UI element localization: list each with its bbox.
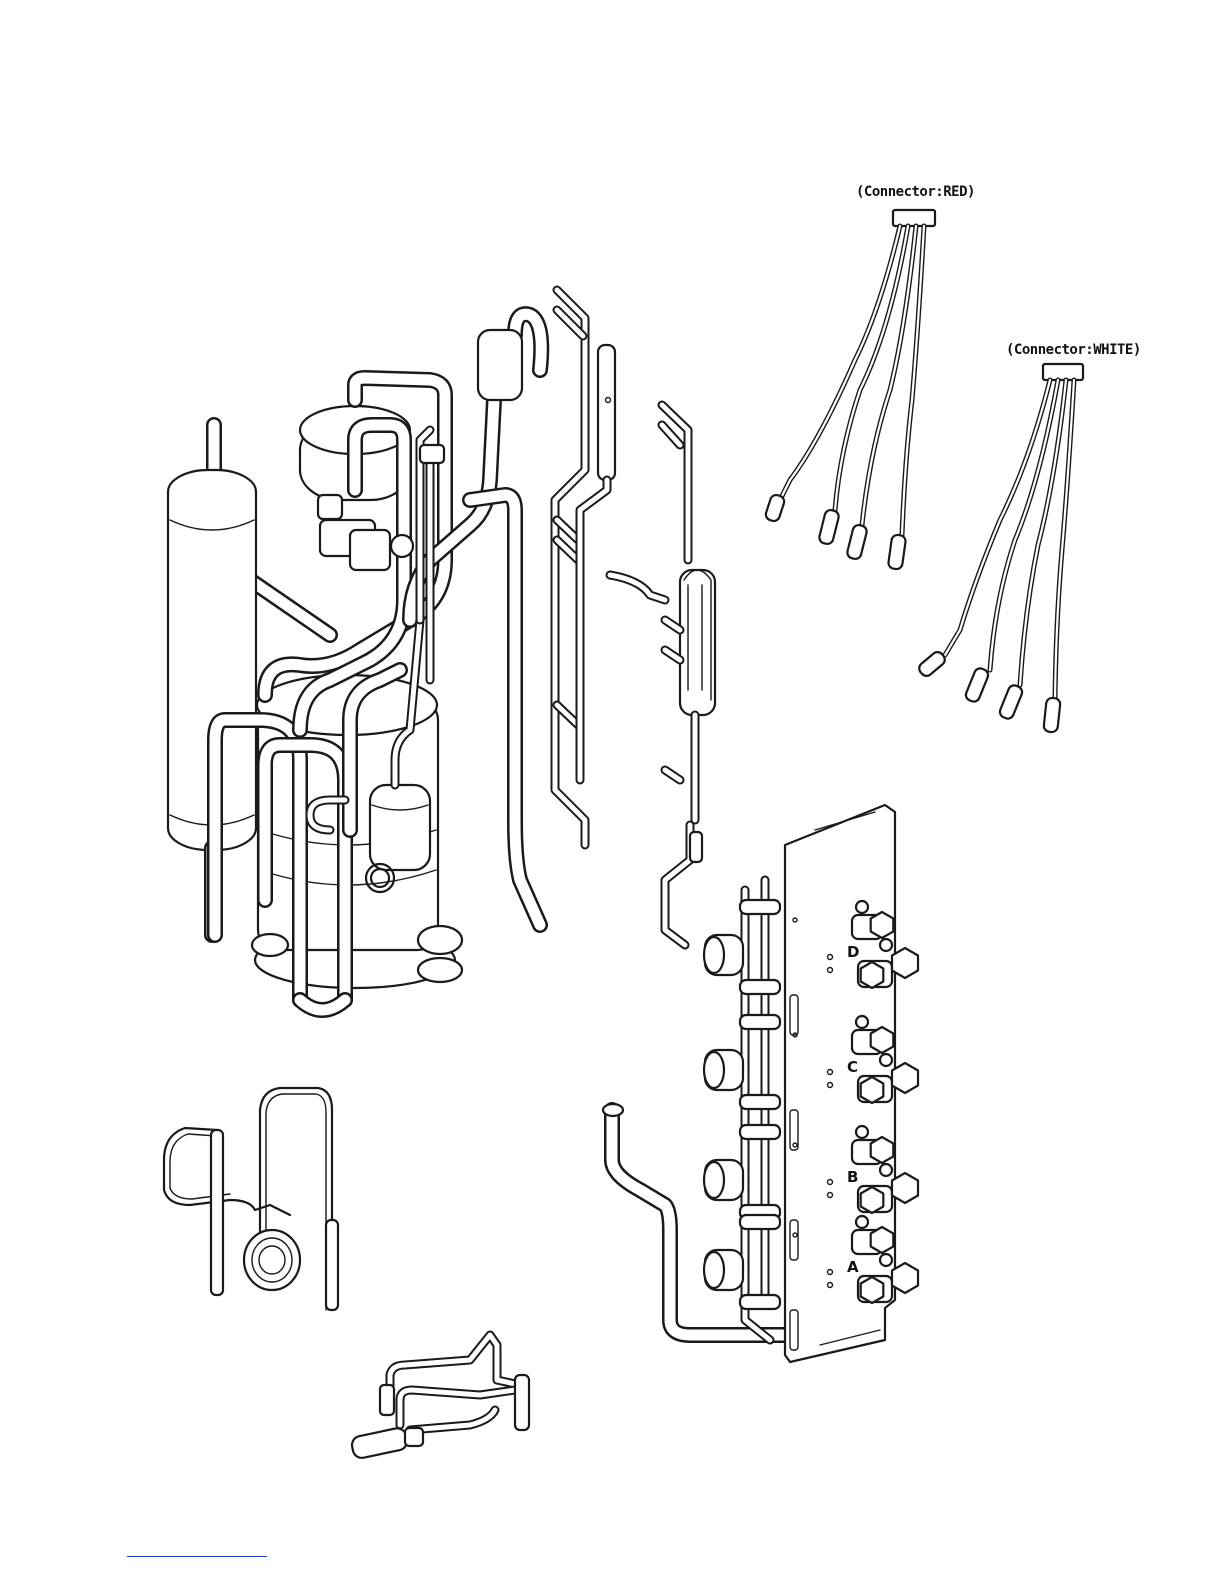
valve-letter: B bbox=[847, 1168, 858, 1186]
valve-letter: C bbox=[847, 1058, 858, 1076]
sensor-harness-white bbox=[917, 364, 1083, 733]
valve-letter: D bbox=[847, 943, 859, 961]
capillary-coil bbox=[164, 1088, 338, 1310]
valve-plate-assembly bbox=[603, 805, 895, 1362]
capillary-assembly bbox=[610, 405, 715, 945]
pipe-set-middle bbox=[555, 290, 615, 845]
footer-rule bbox=[127, 1556, 267, 1557]
sensor-harness-red bbox=[764, 210, 935, 570]
valve-letter: A bbox=[847, 1258, 859, 1276]
connector-red-label: (Connector:RED) bbox=[856, 184, 975, 200]
connector-white-label: (Connector:WHITE) bbox=[1006, 342, 1141, 358]
small-pipe-assembly bbox=[350, 1335, 529, 1460]
